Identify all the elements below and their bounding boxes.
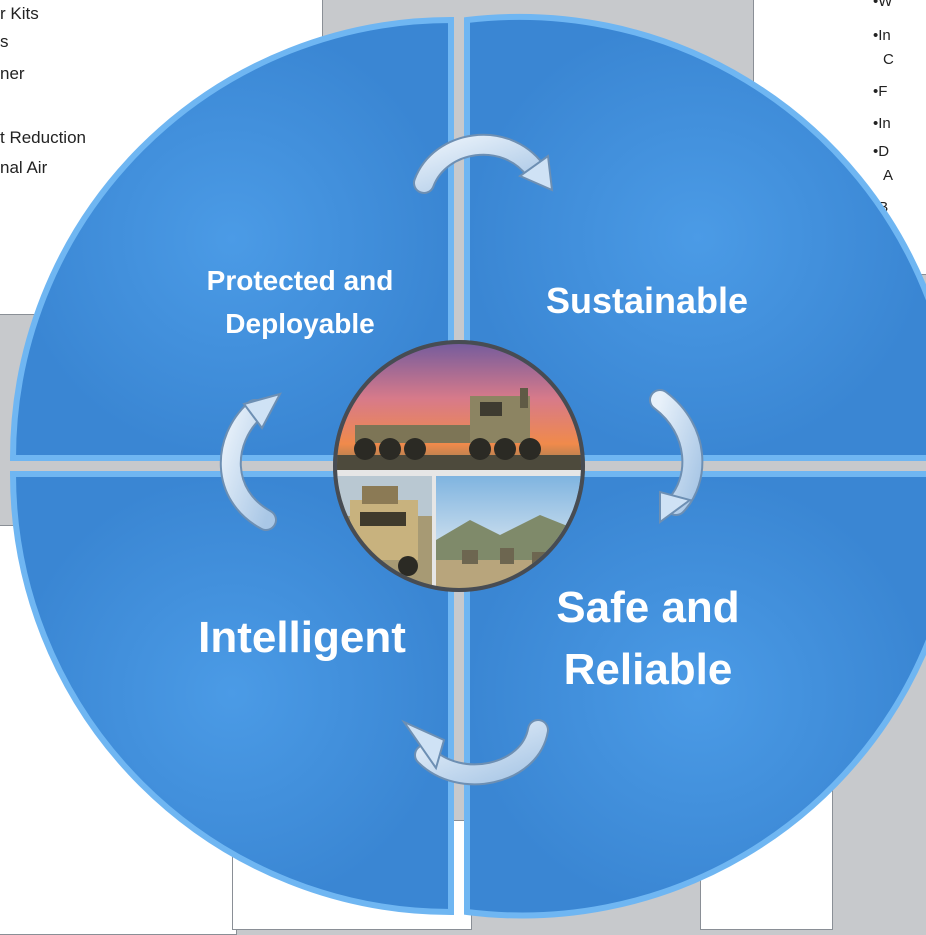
list-item: •W — [873, 0, 893, 10]
arrow-right-icon — [649, 389, 704, 524]
list-item: •In — [873, 27, 891, 44]
list-item: ner — [0, 64, 25, 83]
arrow-left-icon — [219, 392, 282, 531]
list-item: •In — [873, 115, 891, 132]
list-item: C — [883, 51, 894, 68]
arrow-top-icon — [413, 133, 554, 194]
quadrant-label-safe-and-reliable-line2: Reliable — [564, 645, 733, 694]
list-item: A — [883, 167, 894, 184]
list-item: •D — [873, 143, 890, 160]
quadrant-sustainable — [464, 13, 926, 461]
quadrant-label-intelligent: Intelligent — [198, 613, 406, 662]
quadrant-safe-and-reliable — [464, 471, 926, 919]
list-item: •F — [873, 83, 888, 100]
quadrant-label-sustainable: Sustainable — [546, 280, 748, 321]
list-item: s — [0, 32, 9, 51]
list-item: t Reduction — [0, 128, 86, 147]
list-item: nal Air — [0, 158, 48, 177]
truck-icon — [354, 388, 541, 460]
quadrant-protected-and-deployable — [9, 16, 454, 461]
quadrant-intelligent — [9, 471, 454, 916]
arrow-bottom-icon — [401, 719, 549, 786]
top-left-bullet-list: r Kits s ner t Reduction nal Air — [0, 0, 86, 182]
quadrant-label-protected-and-deployable: Protected and — [207, 265, 394, 296]
center-photo-collage — [333, 340, 585, 592]
quadrant-label-protected-and-deployable-line2: Deployable — [225, 308, 374, 339]
list-item: r Kits — [0, 4, 39, 23]
quadrant-label-safe-and-reliable: Safe and — [556, 583, 739, 632]
